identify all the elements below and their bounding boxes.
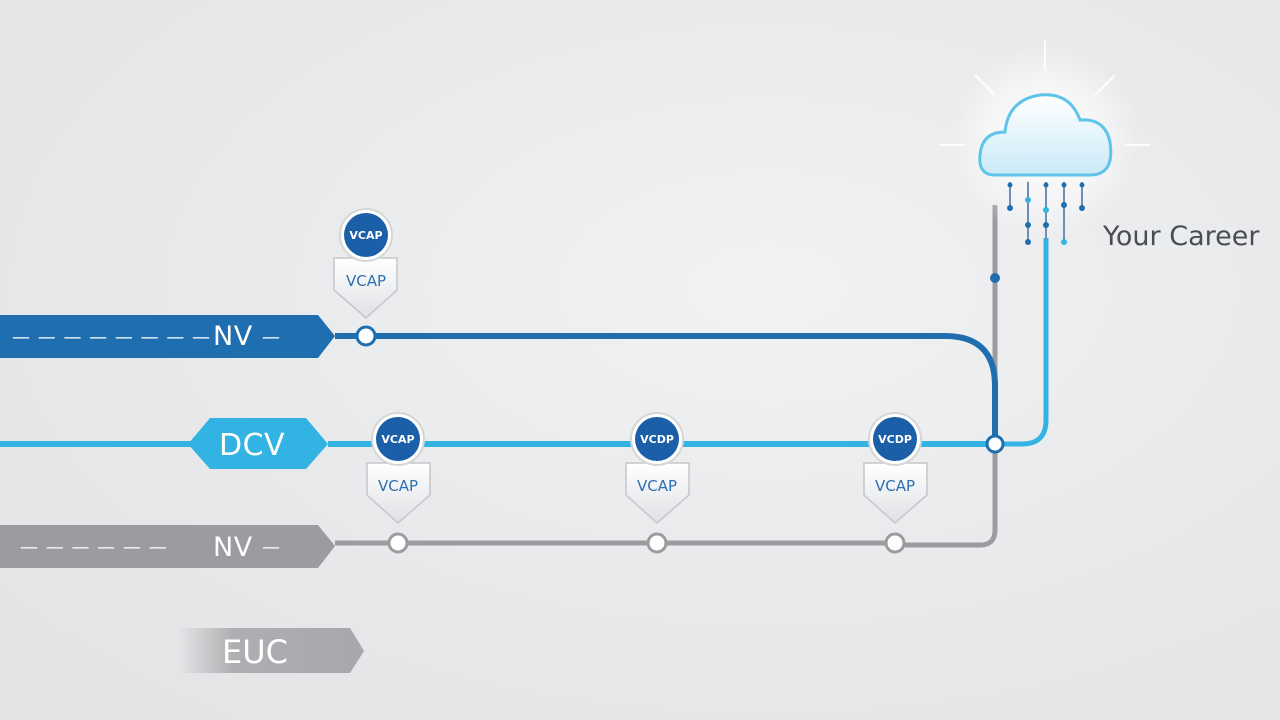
light-rays <box>940 40 1150 146</box>
cloud-destination: Your Career <box>940 40 1260 252</box>
junction-node <box>985 434 1005 454</box>
badge-tag <box>863 462 928 525</box>
certification-badge-4: VCDP VCAP <box>863 412 928 525</box>
badge-tag <box>366 462 431 525</box>
nv-bottom-tail: — <box>262 537 281 558</box>
certification-badge-icon <box>344 213 388 257</box>
dcv-label: DCV <box>219 428 285 463</box>
nv-bottom-node-3 <box>884 532 906 554</box>
cloud-data-drops <box>1007 182 1085 245</box>
nv-top-node <box>355 325 377 347</box>
track-dcv: DCV <box>0 418 995 469</box>
nv-top-line <box>335 333 998 444</box>
euc-label: EUC <box>222 633 288 671</box>
gray-connector-dot <box>990 273 1000 283</box>
nv-bottom-node-1 <box>387 532 409 554</box>
nv-top-label: NV <box>213 321 253 352</box>
nv-bottom-banner <box>0 525 335 568</box>
cloud-icon <box>978 93 1113 177</box>
certification-badge-icon <box>635 417 679 461</box>
badge-top-label: VCAP <box>349 229 382 242</box>
dcv-banner <box>188 418 328 469</box>
certification-badge-icon <box>873 417 917 461</box>
nv-top-tail: — <box>262 327 281 348</box>
certification-badge-1: VCAP VCAP <box>333 208 398 320</box>
badge-tag-label: VCAP <box>637 477 677 495</box>
badge-top-label: VCDP <box>640 433 674 446</box>
gray-vertical-connector <box>900 205 998 548</box>
cyan-vertical-connector <box>995 238 1049 447</box>
track-nv-top: — — — — — — — — NV — <box>0 315 998 444</box>
nv-top-banner <box>0 315 335 358</box>
your-career-label: Your Career <box>1102 221 1260 252</box>
badge-tag <box>625 462 690 525</box>
certification-badge-icon <box>376 417 420 461</box>
badge-tag-label: VCAP <box>346 272 386 290</box>
nv-bottom-label: NV <box>213 532 253 563</box>
badge-tag-label: VCAP <box>875 477 915 495</box>
track-euc: EUC <box>0 628 364 673</box>
badge-tag-label: VCAP <box>378 477 418 495</box>
badge-top-label: VCDP <box>878 433 912 446</box>
nv-bottom-node-2 <box>646 532 668 554</box>
certification-badge-3: VCDP VCAP <box>625 412 690 525</box>
nv-bottom-dashes: — — — — — — <box>20 537 168 558</box>
nv-top-dashes: — — — — — — — — <box>12 327 211 348</box>
certification-badge-2: VCAP VCAP <box>366 412 431 525</box>
track-nv-bottom: — — — — — — NV — <box>0 525 906 568</box>
badge-top-label: VCAP <box>381 433 414 446</box>
badge-tag <box>333 257 398 320</box>
euc-banner <box>178 628 364 673</box>
